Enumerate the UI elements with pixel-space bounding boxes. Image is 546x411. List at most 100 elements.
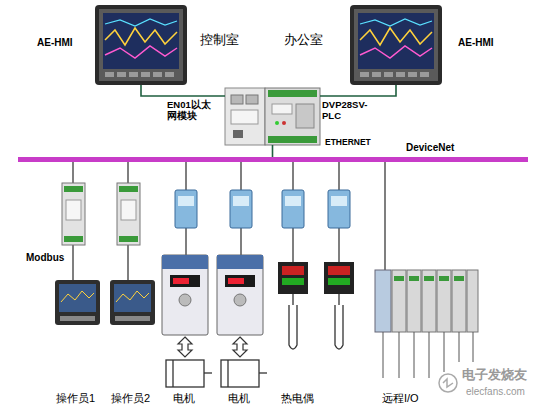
hmi-panel: [117, 72, 126, 77]
caption-label: 电机: [173, 392, 195, 405]
drop-wire: [127, 162, 129, 183]
device-label: EN01以太网模块: [167, 100, 215, 122]
drop-wire: [338, 162, 340, 190]
thermocouple-probe: [289, 305, 297, 349]
gateway-module: [64, 186, 83, 192]
device-label: ETHERNET: [325, 138, 371, 148]
plc-figure: [225, 88, 265, 145]
drop-wire: [240, 228, 242, 255]
gateway-module: [121, 200, 136, 220]
hmi-panel: [350, 5, 442, 85]
io-wire: [399, 332, 400, 378]
hmi-panel: [153, 72, 162, 77]
plc-figure: [268, 90, 317, 97]
hmi-panel: [384, 72, 393, 77]
remote-io-rack: [392, 270, 406, 332]
remote-io-rack: [375, 270, 391, 332]
hmi-panel: [408, 72, 417, 77]
io-wire: [473, 332, 474, 362]
watermark-text: 电子发烧友: [462, 368, 527, 383]
operator-panel: [110, 280, 155, 325]
ac-drive: [228, 278, 244, 284]
remote-io-rack: [452, 270, 466, 332]
remote-io-rack: [454, 276, 464, 281]
hmi-panel: [105, 72, 114, 77]
operator-panel: [116, 291, 149, 302]
caption-label: 远程I/O: [382, 392, 419, 405]
ac-drive: [225, 275, 255, 287]
operator-panel: [55, 280, 100, 325]
hmi-panel: [396, 72, 405, 77]
hmi-panel: [350, 5, 442, 85]
drop-wire: [292, 162, 294, 190]
motor-symbol: [172, 360, 173, 387]
device-label: 控制室: [200, 33, 239, 48]
device-label: 办公室: [284, 33, 323, 48]
hmi-panel: [105, 46, 177, 58]
watermark-logo: [439, 374, 457, 392]
device-label: DVP28SV-PLC: [322, 100, 372, 122]
plc-figure: [296, 104, 314, 128]
plc-figure: [282, 121, 286, 125]
motor-symbol: [259, 372, 267, 373]
motor-symbol: [227, 360, 228, 387]
temp-controller: [278, 262, 308, 294]
io-wire: [414, 332, 415, 378]
gateway-module: [62, 183, 85, 245]
remote-io-rack: [407, 270, 421, 332]
ac-drive: [217, 255, 263, 269]
plc-figure: [231, 110, 258, 124]
caption-label: 操作员2: [111, 392, 150, 405]
hmi-panel: [141, 72, 150, 77]
hmi-panel: [103, 13, 179, 69]
ac-drive: [162, 255, 263, 335]
hmi-panel: [105, 28, 177, 45]
devicenet-module: [178, 196, 194, 206]
operator-panel: [55, 280, 155, 325]
hmi-panel: [360, 46, 432, 58]
hmi-panel: [354, 9, 438, 81]
ac-drive: [170, 275, 200, 287]
hmi-panel: [358, 13, 434, 69]
watermark-logo: [439, 374, 457, 392]
plc-unit: EN01以太网模块DVP28SV-PLCETHERNET: [225, 88, 320, 145]
network-cable: [141, 85, 225, 96]
operator-panel: [59, 284, 96, 312]
hmi-panel: [95, 5, 187, 85]
hmi-panel: [95, 5, 187, 85]
temp-controller: [324, 262, 354, 294]
network-cable: [320, 85, 396, 96]
ac-drive: [173, 278, 189, 284]
watermark-text: elecfans.com: [466, 386, 525, 398]
gateway-module: [119, 236, 138, 242]
double-arrow: [178, 337, 247, 357]
devicenet-module: [175, 190, 197, 228]
device-label: AE-HMI: [37, 37, 73, 49]
drop-wire: [185, 228, 187, 255]
caption-label: 操作员1: [56, 392, 95, 405]
drop-wire: [127, 245, 129, 280]
devicenet-module: [282, 190, 304, 228]
remote-io-rack: [375, 270, 478, 332]
plc-figure: [268, 136, 317, 143]
caption-label: 热电偶: [281, 392, 314, 405]
remote-io-rack: [424, 276, 434, 281]
hmi-screen: 办公室AE-HMI: [350, 5, 442, 85]
thermocouple-probe: [289, 294, 343, 349]
motor-symbol: [166, 360, 267, 387]
remote-io-rack: [439, 276, 449, 281]
hmi-screen: AE-HMI控制室: [95, 5, 187, 85]
caption-label: 电机: [228, 392, 250, 405]
devicenet-module: [285, 196, 301, 206]
plc-figure: [225, 88, 320, 145]
plc-figure: [265, 88, 320, 145]
io-wire: [429, 332, 430, 378]
drop-wire: [185, 162, 187, 190]
devicenet-module: [331, 196, 347, 206]
ac-drive: [162, 255, 208, 269]
motor-symbol: [204, 372, 212, 373]
thermocouple-probe: [292, 294, 293, 305]
